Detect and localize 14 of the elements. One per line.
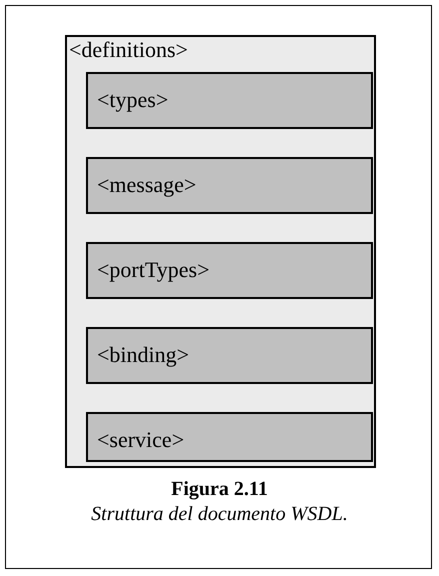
figure-caption: Struttura del documento WSDL. [91,502,348,526]
container-box [65,35,376,468]
figure-title: Figura 2.11 [171,477,268,501]
element-tag: <binding> [97,342,190,368]
element-tag: <types> [97,87,168,113]
element-box [86,72,373,129]
element-tag: <portTypes> [97,257,210,283]
element-tag: <service> [97,427,184,453]
element-tag: <definitions> [69,37,188,63]
element-box [86,327,373,384]
element-tag: <message> [97,172,196,198]
element-box [86,157,373,214]
element-box [86,412,373,462]
element-box [86,242,373,299]
